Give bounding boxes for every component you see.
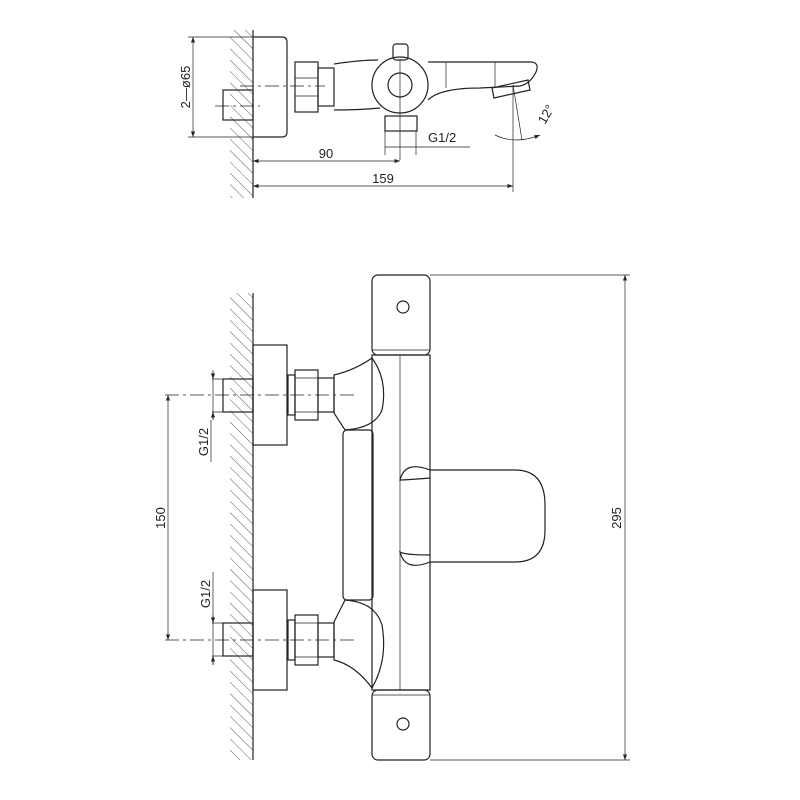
front-view: 150 G1/2 G1/2 295 [153,274,630,761]
pipe-stub-upper [222,378,254,413]
wall-hatch [230,293,253,760]
dim-295-label: 295 [609,507,624,529]
pipe-stub-lower [222,622,254,657]
pipe-stub [222,89,254,121]
top-cap [371,274,431,356]
top-knob [392,43,409,61]
angle-arc [494,134,541,141]
outlet-fitting [384,115,418,132]
spout [427,61,538,101]
bottom-cap-hole [396,717,410,731]
spout-tip [491,79,531,99]
wall-plate [253,36,288,138]
wall-hatch [230,30,253,198]
elbow-upper [333,357,385,431]
dim-159-label: 159 [372,171,394,186]
dim-90-label: 90 [319,146,333,161]
elbow-lower [333,599,385,690]
dim-150-label: 150 [153,507,168,529]
thread-label-upper: G1/2 [196,428,211,456]
main-body [371,354,431,691]
thread-label-lower: G1/2 [198,580,213,608]
angle-label: 12° [535,102,558,127]
thread-label: G1/2 [428,130,456,145]
body-left-section [342,429,374,601]
top-view: 2—ø65 12° G1/2 90 159 [178,30,557,198]
nut [294,61,319,113]
top-cap-hole [396,300,410,314]
body-connector [333,59,381,111]
handle [399,466,546,566]
diameter-label: 2—ø65 [178,66,193,109]
bottom-cap [371,689,431,761]
